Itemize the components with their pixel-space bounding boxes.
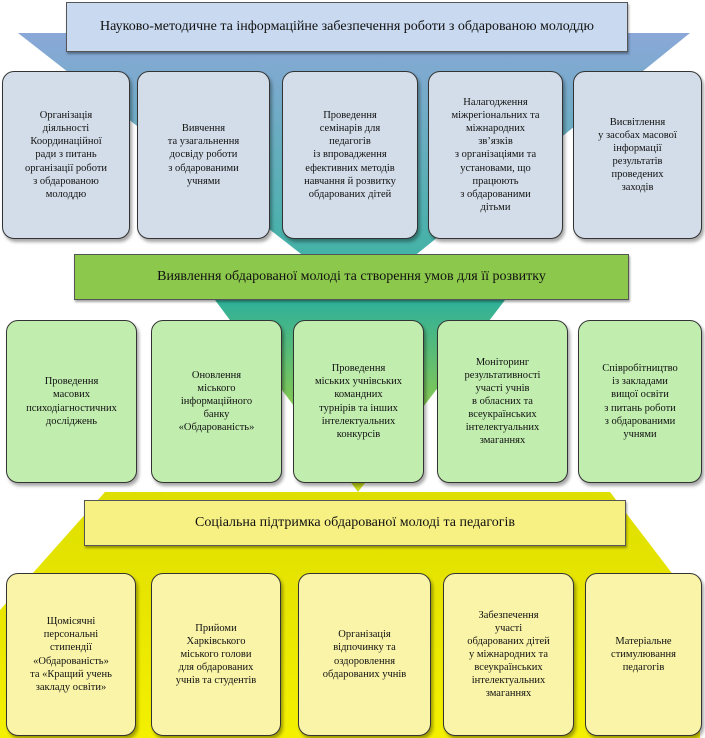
level1-card-3: Проведення семінарів для педагогів із вп… [282,71,418,239]
level3-title: Соціальна підтримка обдарованої молоді т… [84,500,626,546]
level1-card-5: Висвітлення у засобах масової інформації… [573,71,702,239]
level2-title-text: Виявлення обдарованої молоді та створенн… [157,269,546,284]
level1-card-1-text: Організація діяльності Координаційної ра… [24,110,108,200]
level2-card-3-text: Проведення міських учнівських командних … [315,363,402,440]
level2-card-5-text: Співробітництво із закладами вищої освіт… [602,363,678,440]
level3-card-1: Щомісячні персональні стипендії «Обдаров… [6,573,136,736]
level1-card-2-text: Вивчення та узагальнення досвіду роботи … [167,123,240,187]
level1-card-4-text: Налагодження міжрегіональних та міжнарод… [451,96,540,213]
level2-card-2-text: Оновлення міського інформаційного банку … [178,369,255,434]
level1-card-4: Налагодження міжрегіональних та міжнарод… [428,71,563,239]
level1-card-3-text: Проведення семінарів для педагогів із вп… [304,110,396,200]
level3-card-2: Прийоми Харківського міського голови для… [151,573,281,736]
level1-title: Науково-методичне та інформаційне забезп… [66,2,628,52]
level2-card-5: Співробітництво із закладами вищої освіт… [578,320,702,483]
level3-card-5-text: Матеріальне стимулювання педагогів [611,635,676,674]
level2-card-3: Проведення міських учнівських командних … [293,320,424,483]
level2-card-2: Оновлення міського інформаційного банку … [151,320,282,483]
level3-card-3-text: Організація відпочинку та оздоровлення о… [322,629,407,680]
level1-card-1: Організація діяльності Координаційної ра… [2,71,130,239]
level2-card-4-text: Моніторинг результативності участі учнів… [464,356,541,447]
level3-card-2-text: Прийоми Харківського міського голови для… [175,622,257,687]
level2-card-4: Моніторинг результативності участі учнів… [437,320,568,483]
level1-title-text: Науково-методичне та інформаційне забезп… [99,18,595,34]
level3-title-text: Соціальна підтримка обдарованої молоді т… [195,515,515,530]
level3-card-4-text: Забезпечення участі обдарованих дітей у … [467,609,550,700]
level3-card-1-text: Щомісячні персональні стипендії «Обдаров… [30,616,112,693]
level2-title: Виявлення обдарованої молоді та створенн… [74,254,629,300]
level1-card-5-text: Висвітлення у засобах масової інформації… [598,116,677,194]
level3-card-4: Забезпечення участі обдарованих дітей у … [443,573,574,736]
level1-card-2: Вивчення та узагальнення досвіду роботи … [137,71,270,239]
level3-card-5: Матеріальне стимулювання педагогів [585,573,702,736]
level2-card-1: Проведення масових психодіагностичних до… [6,320,137,483]
level2-card-1-text: Проведення масових психодіагностичних до… [26,376,117,427]
level3-card-3: Організація відпочинку та оздоровлення о… [298,573,431,736]
